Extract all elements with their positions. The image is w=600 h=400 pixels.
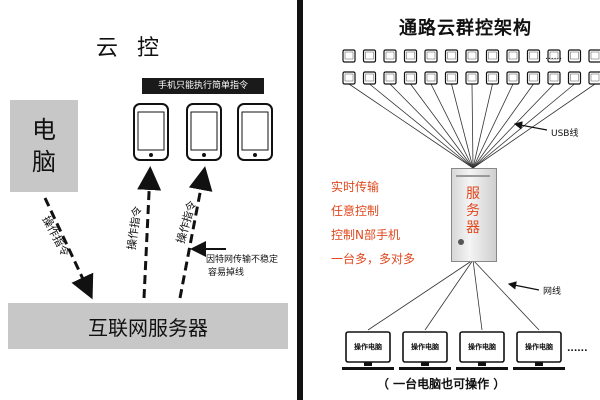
left-connectors [43,103,273,300]
keyboard [399,367,451,370]
phone-screen [590,51,600,60]
usb-line [389,83,474,169]
phone-screen [344,51,354,60]
unstable-note: 因特网传输不稳定 容易掉线 [206,254,278,280]
feature-4: 一台多，多对多 [331,252,416,266]
ellipsis-bottom: ...... [567,344,588,354]
computer-box: 电 脑 [10,100,78,192]
phone-screen [406,73,415,82]
group-control-panel: 通路云群控架构 ...... USB线 网线 实时传输 任意控制 控制N部手机 … [303,0,600,400]
keyboard [513,367,565,370]
feature-2: 任意控制 [331,204,380,218]
monitor-stand [364,362,372,366]
phone-1 [133,103,169,161]
bottom-caption: （ 一台电脑也可操作 ） [377,377,506,391]
usb-line [472,83,596,169]
phones-banner: 手机只能执行简单指令 [142,78,264,94]
monitor-stand [421,362,429,366]
phone-2 [186,103,222,161]
network-label: 网线 [543,287,562,297]
usb-line [471,83,474,169]
keyboard [342,367,394,370]
phone-3 [237,103,273,161]
pc-label-3: 操作电脑 [468,343,496,351]
cloud-control-panel: 云 控 电 脑 手机只能执行简单指令 操作指令 操作指令 操作指令 因特网传输不… [0,0,297,400]
usb-label: USB线 [551,129,579,139]
phone-screen [570,73,579,82]
phone-screen [365,51,374,60]
server-label-text: 服务器 [466,186,480,236]
phone-screen [385,73,395,82]
usb-line [472,83,493,169]
phone-screen [570,51,579,60]
phone-screen [488,51,497,60]
note-line-1: 因特网传输不稳定 [206,255,279,265]
usb-line [451,83,474,169]
usb-line [472,83,555,169]
phone-screen [365,73,374,82]
right-connectors [342,49,600,370]
network-line [424,259,474,331]
phone-screen [447,51,456,60]
pc-label-1: 操作电脑 [354,343,382,351]
keyboard [456,367,508,370]
phone-screen [385,51,395,60]
phone-screen [508,73,518,82]
pc-label-2: 操作电脑 [411,343,439,351]
arrow-server-to-phone-2 [178,166,213,299]
computer-label-2: 脑 [32,148,56,176]
phone-screen [529,51,538,60]
phone-screen [467,51,477,60]
phone-screen [467,73,477,82]
server-tower [451,168,497,262]
usb-line [430,83,474,169]
phone-screen [549,51,559,60]
network-line [367,259,474,331]
usb-line [369,83,474,169]
phone-screen [426,73,436,82]
internet-server-box: 互联网服务器 [8,303,288,349]
usb-line [472,83,514,169]
monitor-stand [478,362,486,366]
arrow-server-to-phone-1 [137,166,162,299]
note-line-2: 容易掉线 [208,268,245,278]
panel-divider [297,0,303,400]
server-tower-label: 服务器 [456,186,490,237]
usb-line [472,83,534,169]
arrow-pc-to-server [43,197,94,300]
computer-label-1: 电 [32,116,56,144]
phone-screen [426,51,436,60]
network-line [472,259,483,331]
phone-screen [447,73,456,82]
phone-screen [590,73,600,82]
phone-screen [549,73,559,82]
phone-screen [406,51,415,60]
phone-screen [508,51,518,60]
network-line [472,259,540,331]
monitor-stand [535,362,543,366]
ellipsis-top: ...... [545,52,563,62]
right-title: 通路云群控架构 [399,18,532,39]
phone-screen [529,73,538,82]
phone-screen [488,73,497,82]
phone-screen [344,73,354,82]
pc-label-4: 操作电脑 [525,343,553,351]
usb-line [348,83,474,169]
usb-pointer [513,121,548,131]
feature-3: 控制N部手机 [331,228,400,242]
left-title: 云 控 [96,36,165,61]
usb-line [410,83,474,169]
feature-1: 实时传输 [331,180,380,194]
network-pointer [507,281,540,291]
